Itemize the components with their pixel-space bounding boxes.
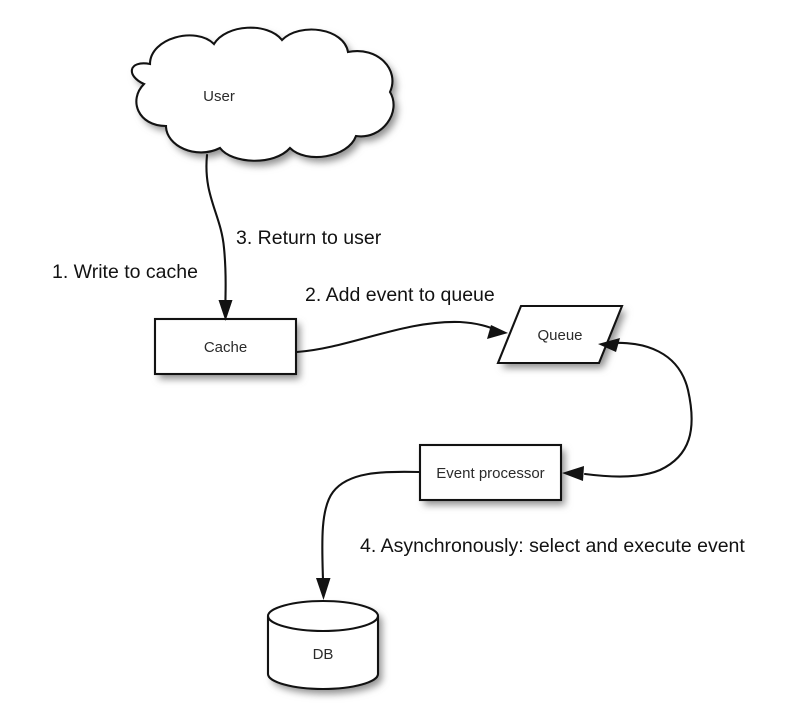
connector-cache-to-queue[interactable] [295, 320, 508, 354]
step-label-3: 3. Return to user [236, 227, 382, 249]
arrow-head-into-db [316, 578, 331, 600]
arrow-head-into-queue [487, 325, 508, 339]
node-event-processor[interactable]: Event processor [418, 443, 563, 502]
event-processor-outline [418, 443, 563, 502]
node-cache-label: Cache [204, 339, 247, 356]
step-label-1: 1. Write to cache [52, 261, 198, 283]
db-body-outline [266, 616, 380, 691]
cloud-shape [131, 27, 394, 161]
connector-event-processor-to-db[interactable] [316, 470, 421, 600]
db-top-ellipse [266, 599, 380, 633]
queue-outline [496, 304, 624, 365]
node-cache[interactable]: Cache [153, 317, 298, 376]
arrow-head-into-queue-loop [598, 338, 620, 352]
connector-cache-to-queue-line [295, 320, 499, 354]
step-label-4: 4. Asynchronously: select and execute ev… [360, 535, 745, 557]
cloud-outline [130, 26, 395, 162]
event-processor-shape [420, 445, 561, 500]
node-queue-label: Queue [537, 327, 582, 344]
connector-queue-event-processor-loop[interactable] [562, 338, 693, 481]
queue-shape [498, 306, 622, 363]
node-queue[interactable]: Queue [496, 304, 624, 365]
node-db-label: DB [313, 646, 334, 663]
step-label-2: 2. Add event to queue [305, 284, 495, 306]
arrow-head-into-event-processor [562, 466, 584, 481]
connector-event-processor-to-db-line [321, 470, 421, 582]
node-user[interactable]: User [130, 26, 395, 162]
connector-loop-line [583, 341, 693, 478]
node-user-label: User [203, 88, 235, 105]
cache-shape [155, 319, 296, 374]
db-body-shape [268, 601, 378, 689]
node-event-processor-label: Event processor [436, 465, 544, 482]
arrow-head-into-cache [218, 300, 233, 321]
node-db[interactable]: DB [266, 599, 380, 691]
connector-user-to-cache-line [205, 153, 227, 312]
connector-user-to-cache[interactable] [205, 153, 233, 321]
